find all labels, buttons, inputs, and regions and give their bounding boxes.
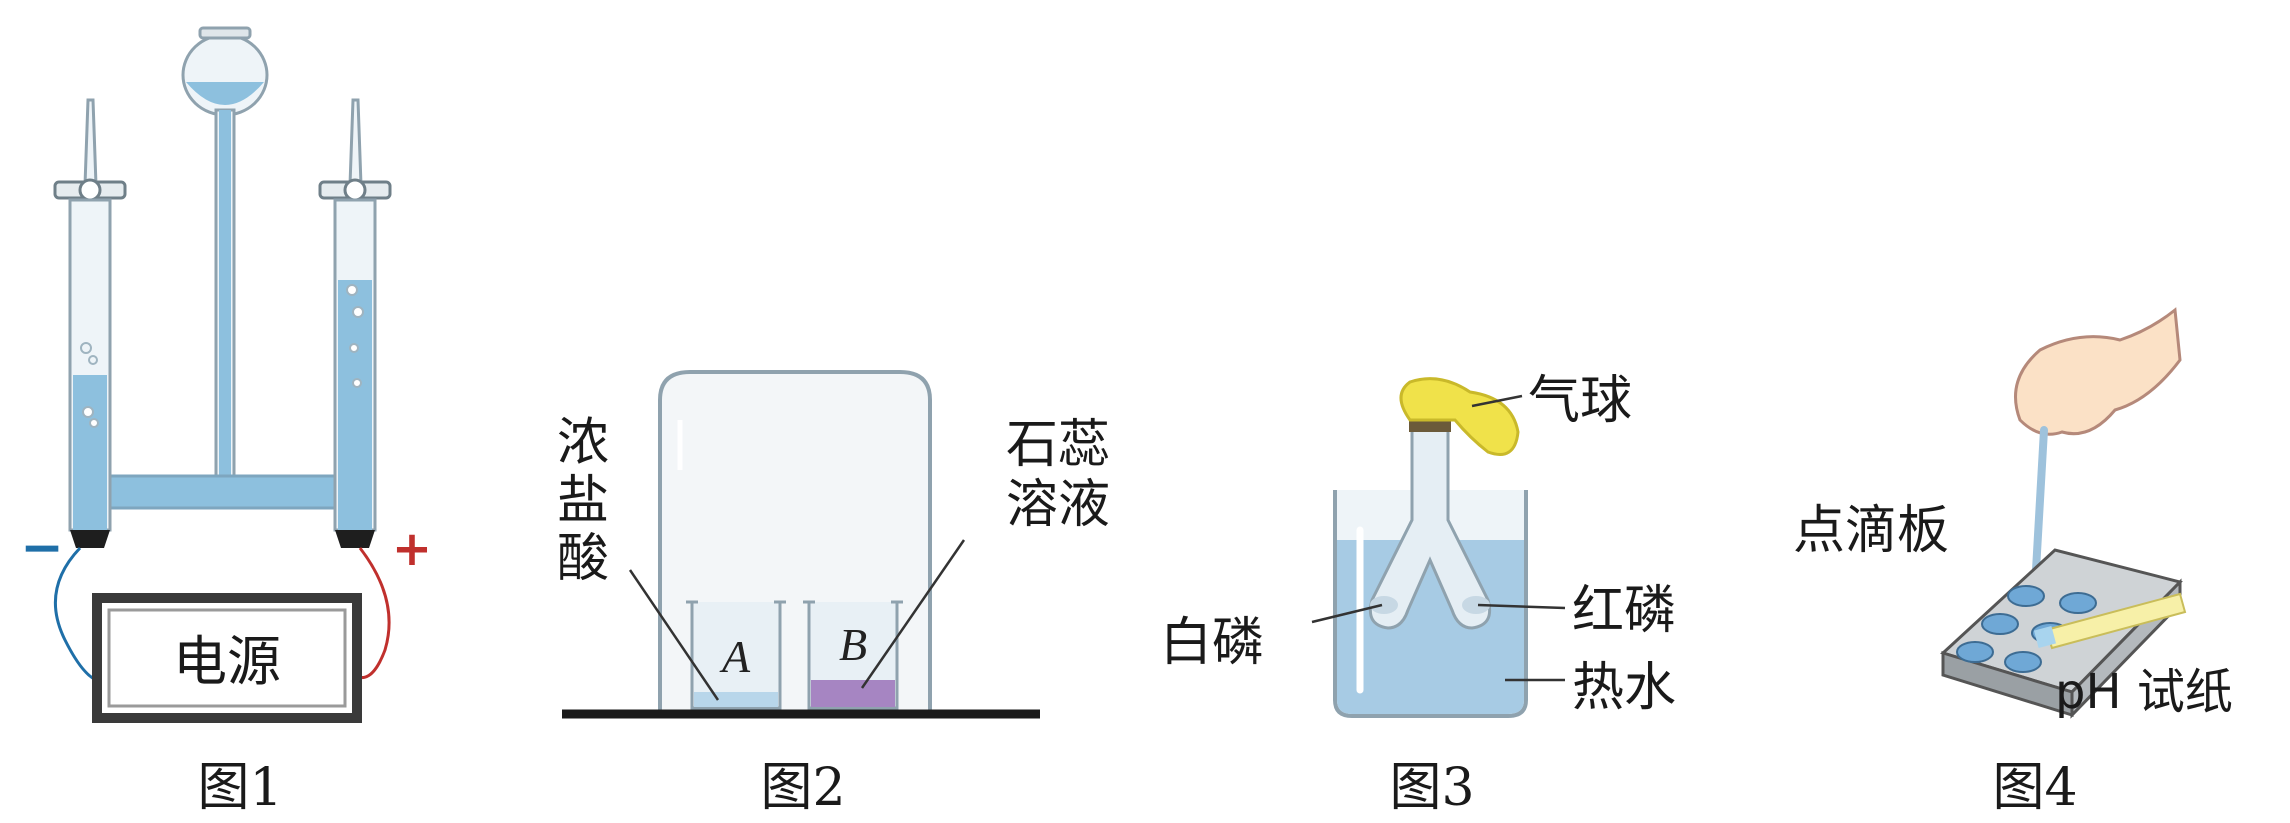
caption-figure-2: 图2 (760, 758, 845, 818)
figure-3: 气球 白磷 红磷 热水 图3 (1160, 371, 1676, 818)
hcl-label-2: 盐 (557, 471, 609, 531)
left-tube (53, 98, 127, 548)
caption-figure-1: 图1 (197, 758, 282, 818)
figure-1: 电源 − + 图1 (20, 26, 432, 818)
positive-wire (348, 547, 391, 679)
litmus-label-1: 石蕊 (1006, 415, 1110, 475)
power-supply-label: 电源 (173, 630, 281, 693)
hcl-label-3: 酸 (557, 529, 609, 589)
leader-red-p (1477, 603, 1566, 610)
power-supply (92, 593, 362, 723)
litmus-label-2: 溶液 (1006, 475, 1110, 535)
connecting-tube (103, 474, 367, 510)
negative-terminal-sign: − (20, 518, 64, 578)
beaker-a-label: A (719, 631, 751, 682)
positive-terminal-sign: + (392, 521, 432, 577)
leader-balloon (1471, 394, 1523, 408)
spot-plate-label: 点滴板 (1793, 501, 1949, 561)
red-phosphorus-label: 红磷 (1572, 581, 1676, 641)
ph-paper-label: pH 试纸 (2055, 664, 2233, 720)
figure-4: 点滴板 pH 试纸 图4 (1793, 307, 2233, 818)
hot-water (1337, 540, 1524, 714)
caption-figure-4: 图4 (1992, 758, 2077, 818)
hand (2014, 307, 2182, 436)
leader-litmus (860, 539, 966, 689)
leveling-funnel (181, 26, 269, 482)
right-tube (318, 98, 392, 548)
caption-figure-3: 图3 (1389, 758, 1474, 818)
red-phosphorus (1462, 596, 1490, 614)
y-tube (1368, 430, 1492, 630)
hcl-label-1: 浓 (557, 413, 609, 473)
balloon-label: 气球 (1528, 371, 1632, 431)
balloon (1399, 377, 1520, 456)
beaker-b (803, 600, 903, 710)
leader-white-p (1311, 603, 1383, 624)
beaker-b-label: B (839, 619, 867, 670)
leader-hcl (628, 569, 720, 701)
white-phosphorus-label: 白磷 (1160, 613, 1264, 673)
hot-water-label: 热水 (1572, 658, 1676, 718)
figure-2: A B 浓 盐 酸 石蕊 溶液 图2 (557, 370, 1110, 818)
white-phosphorus (1370, 596, 1398, 614)
